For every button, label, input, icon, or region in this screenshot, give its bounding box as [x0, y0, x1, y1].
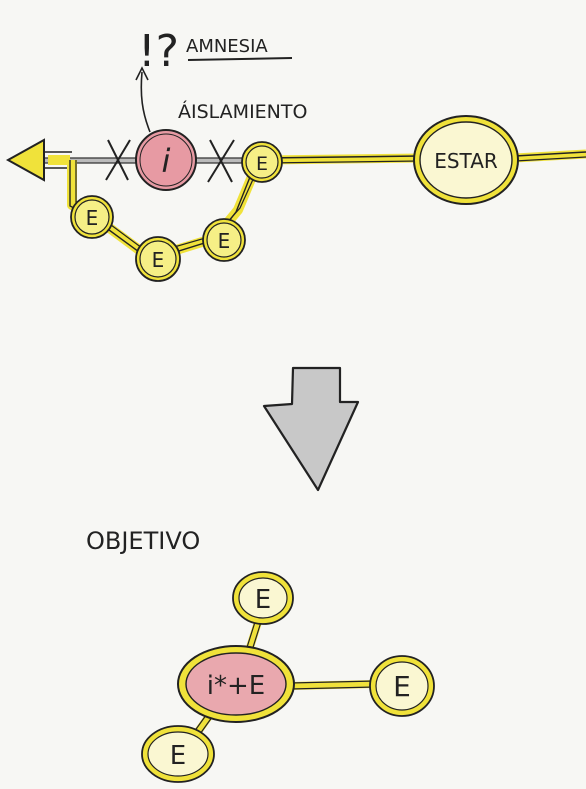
cross-marks: [105, 139, 235, 183]
main-line: [264, 149, 586, 165]
chain-node-e3-label: E: [218, 229, 231, 253]
goal-node-bottom-label: E: [170, 741, 186, 771]
exclaim-label: !?: [138, 26, 179, 77]
isolated-node: i: [135, 129, 197, 191]
objetivo-label: OBJETIVO: [86, 527, 200, 555]
amnesia-label: AMNESIA: [186, 36, 268, 57]
left-arrow: [5, 138, 72, 182]
chain-node-e1-label: E: [86, 206, 99, 230]
chain-node-e4: E: [241, 141, 283, 183]
goal-node-center-label: i*+E: [207, 671, 265, 701]
goal-node-top-label: E: [255, 585, 271, 615]
up-arrow: [135, 66, 151, 133]
chain-node-e4-label: E: [256, 153, 268, 175]
goal-node-bottom: E: [141, 725, 215, 783]
goal-node-center: i*+E: [177, 645, 295, 723]
down-arrow: [262, 366, 360, 492]
chain-node-e1: E: [70, 195, 114, 239]
estar-node: ESTAR: [413, 115, 519, 205]
estar-label: ESTAR: [434, 149, 498, 173]
aislamiento-label: ÁISLAMIENTO: [178, 100, 307, 123]
chain-node-e2: E: [135, 236, 181, 282]
amnesia-underline: [187, 57, 293, 61]
goal-node-right: E: [369, 655, 435, 717]
goal-node-top: E: [232, 571, 294, 625]
goal-node-right-label: E: [393, 670, 411, 703]
chain-node-e2-label: E: [152, 248, 165, 272]
chain-node-e3: E: [202, 218, 246, 262]
isolated-node-label: i: [162, 142, 171, 180]
